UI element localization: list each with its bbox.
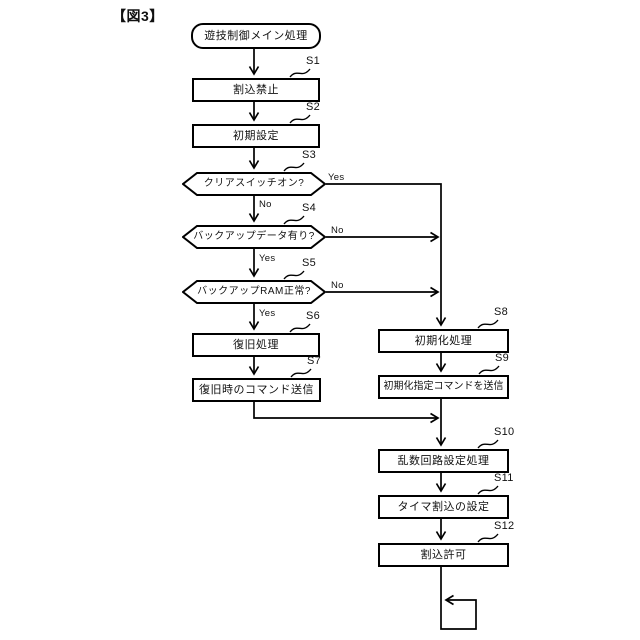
step-label-s1: S1 bbox=[306, 55, 321, 67]
node-s9: 初期化指定コマンドを送信 bbox=[378, 375, 509, 399]
step-label-s4: S4 bbox=[302, 202, 317, 214]
node-s10-label: 乱数回路設定処理 bbox=[397, 454, 490, 467]
edge-s7-merge bbox=[253, 398, 440, 424]
figure-label: 【図3】 bbox=[112, 8, 164, 24]
step-label-s2: S2 bbox=[306, 101, 321, 113]
leader-s1 bbox=[289, 68, 311, 78]
step-label-s10: S10 bbox=[494, 426, 515, 438]
node-s6-label: 復旧処理 bbox=[233, 338, 279, 351]
leader-s2 bbox=[289, 114, 311, 124]
node-s3-label: クリアスイッチオン? bbox=[203, 178, 305, 189]
leader-s7 bbox=[290, 368, 312, 378]
branch-label-s3-yes: Yes bbox=[328, 172, 345, 183]
hexagon-shape bbox=[182, 172, 326, 196]
branch-label-s5-no: No bbox=[331, 280, 344, 291]
branch-label-s4-no: No bbox=[331, 225, 344, 236]
node-s11: タイマ割込の設定 bbox=[378, 495, 509, 519]
node-s8: 初期化処理 bbox=[378, 329, 509, 353]
hexagon-shape bbox=[182, 225, 326, 249]
step-label-s8: S8 bbox=[494, 306, 509, 318]
step-label-s3: S3 bbox=[302, 149, 317, 161]
leader-s12 bbox=[477, 533, 499, 543]
node-s12-label: 割込許可 bbox=[420, 548, 467, 561]
leader-s8 bbox=[477, 319, 499, 329]
leader-s4 bbox=[283, 215, 305, 225]
node-s9-label: 初期化指定コマンドを送信 bbox=[383, 381, 504, 392]
leader-s5 bbox=[283, 270, 305, 280]
leader-s6 bbox=[289, 323, 311, 333]
node-s5: バックアップRAM正常? bbox=[182, 280, 326, 304]
node-s6: 復旧処理 bbox=[192, 333, 320, 357]
edge-s3-yes-s8 bbox=[326, 183, 447, 327]
step-label-s9: S9 bbox=[495, 352, 510, 364]
node-s1: 割込禁止 bbox=[192, 78, 320, 102]
leader-s10 bbox=[477, 439, 499, 449]
branch-label-s5-yes: Yes bbox=[259, 308, 276, 319]
node-s10: 乱数回路設定処理 bbox=[378, 449, 509, 473]
leader-s3 bbox=[283, 162, 305, 172]
leader-s11 bbox=[477, 485, 499, 495]
step-label-s5: S5 bbox=[302, 257, 317, 269]
step-label-s6: S6 bbox=[306, 310, 321, 322]
node-start: 遊技制御メイン処理 bbox=[191, 23, 321, 49]
branch-label-s4-yes: Yes bbox=[259, 253, 276, 264]
step-label-s11: S11 bbox=[494, 472, 514, 484]
node-start-label: 遊技制御メイン処理 bbox=[204, 29, 308, 42]
node-s2: 初期設定 bbox=[192, 124, 320, 148]
node-s8-label: 初期化処理 bbox=[414, 334, 473, 347]
node-s7: 復旧時のコマンド送信 bbox=[192, 378, 321, 402]
node-s2-label: 初期設定 bbox=[233, 129, 279, 142]
leader-s9 bbox=[478, 365, 500, 375]
step-label-s7: S7 bbox=[307, 355, 322, 367]
branch-label-s3-no: No bbox=[259, 199, 272, 210]
node-s1-label: 割込禁止 bbox=[233, 83, 279, 96]
node-s3: クリアスイッチオン? bbox=[182, 172, 326, 196]
node-s7-label: 復旧時のコマンド送信 bbox=[199, 383, 314, 396]
edge-s12-loop bbox=[440, 563, 477, 630]
step-label-s12: S12 bbox=[494, 520, 515, 532]
node-s12: 割込許可 bbox=[378, 543, 509, 567]
node-s11-label: タイマ割込の設定 bbox=[397, 500, 490, 513]
node-s4-label: バックアップデータ有り? bbox=[193, 231, 315, 242]
node-s4: バックアップデータ有り? bbox=[182, 225, 326, 249]
node-s5-label: バックアップRAM正常? bbox=[197, 286, 311, 297]
hexagon-shape bbox=[182, 280, 326, 304]
